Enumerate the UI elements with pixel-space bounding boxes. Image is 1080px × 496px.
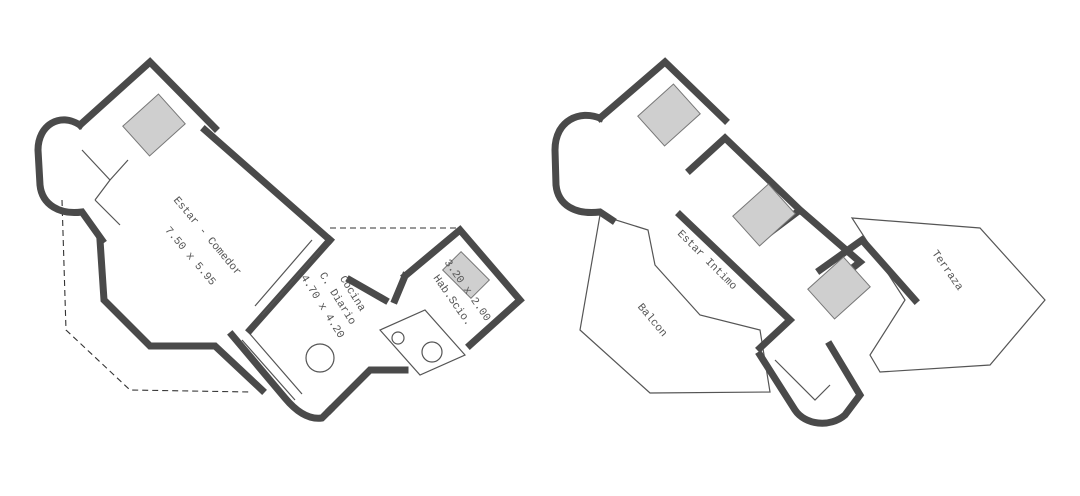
counter-icon: [254, 239, 321, 316]
bedroom-wall: [75, 57, 220, 133]
bath-wall-rounded: [34, 116, 107, 245]
stair-icon-upper: [774, 359, 831, 401]
ground-floor-plan: Estar - Comedor 7.50 x 5.95 Cocina C. Di…: [34, 57, 525, 422]
ground-floor-outline-dashed: [61, 199, 462, 393]
label-terrace: Terraza: [928, 248, 965, 293]
stair-wall-curved: [227, 330, 335, 422]
stair-wall-curved-upper: [755, 340, 865, 427]
dining-table-icon: [305, 343, 335, 373]
upper-bedroom-walls: [595, 57, 920, 305]
upper-floor-plan: Estar Intimo Balcon Terraza: [551, 57, 1046, 427]
bathroom-fixtures: [379, 309, 466, 376]
balcony-outline: [579, 214, 771, 394]
living-room-wall: [96, 125, 335, 395]
bed-icon-3: [807, 256, 871, 320]
sink-icon: [421, 341, 443, 363]
stair-icon: [241, 333, 303, 401]
toilet-icon: [391, 331, 405, 345]
service-room-wall: [390, 225, 525, 350]
bath-wall-rounded-upper: [551, 111, 617, 225]
interior-walls: [81, 149, 129, 226]
label-balcony: Balcon: [634, 302, 669, 340]
kitchen-wall: [245, 235, 409, 415]
bed-icon-1: [637, 83, 701, 147]
bed-icon-service: [441, 250, 491, 300]
terrace-outline: [850, 217, 1046, 373]
bed-icon: [122, 93, 186, 157]
bed-icon-2: [732, 183, 796, 247]
family-room-wall: [675, 210, 796, 353]
